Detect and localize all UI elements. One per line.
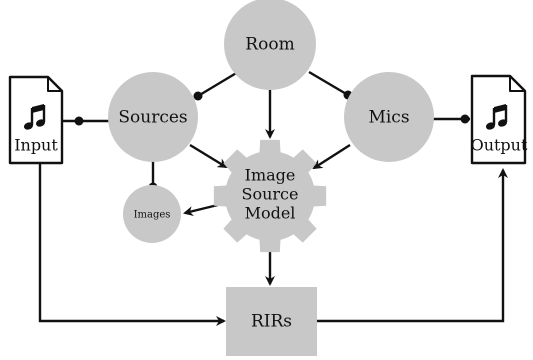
rirs-node: RIRs (226, 287, 317, 356)
mics-node: Mics (344, 72, 434, 162)
music-file-icon (470, 74, 527, 165)
images-node: Images (123, 185, 181, 243)
gear-shape (213, 139, 327, 253)
edge-room-sources-dot (193, 91, 203, 101)
sources-label: Sources (118, 108, 187, 128)
sources-node: Sources (108, 72, 198, 162)
edge-input-rirs (38, 164, 226, 326)
input-label: Input (14, 136, 58, 155)
music-file-icon (8, 75, 64, 165)
output-label: Output (471, 136, 528, 155)
model-label-line-3: Model (245, 204, 296, 223)
input-file-node: Input (8, 75, 64, 165)
room-node: Room (224, 0, 316, 90)
edge-mics-output-dot (460, 114, 470, 124)
model-label-line-1: Image (245, 166, 296, 185)
edge-room-mics (308, 70, 349, 97)
model-label-line-2: Source (242, 185, 299, 204)
edge-mics-model (312, 143, 351, 170)
edge-sources-model (189, 143, 228, 169)
room-label: Room (245, 35, 294, 55)
output-file-node: Output (470, 74, 528, 165)
mics-label: Mics (368, 108, 409, 128)
rirs-label: RIRs (251, 312, 292, 332)
image-source-model-node: Image Source Model (213, 139, 327, 253)
edge-room-sources (197, 70, 239, 98)
images-label: Images (134, 210, 171, 221)
edge-rirs-output (317, 168, 508, 323)
edge-input-sources-dot (74, 116, 84, 126)
gear-icon (213, 139, 327, 253)
